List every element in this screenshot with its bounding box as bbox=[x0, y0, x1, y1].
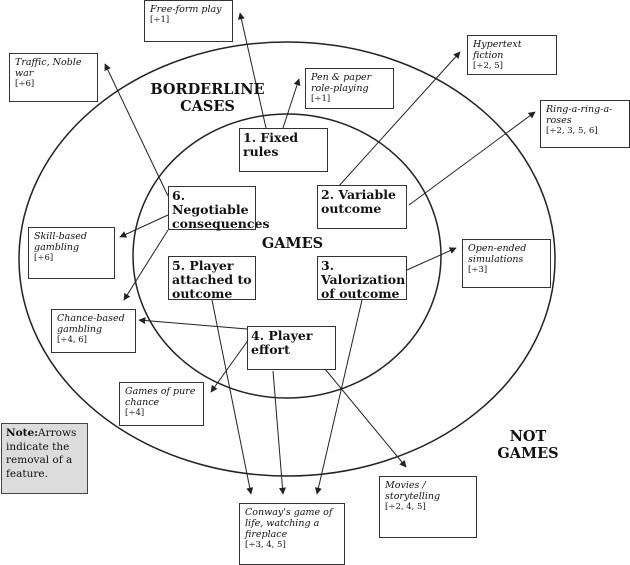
example-mark: [÷2, 5] bbox=[473, 61, 503, 71]
example-skill-gambling: Skill-based gambling [÷6] bbox=[28, 227, 115, 279]
example-mark: [÷1] bbox=[311, 94, 331, 104]
arrow-fixed-to-freeform bbox=[237, 12, 267, 129]
arrow-variable-to-ringaring bbox=[408, 111, 536, 206]
arrow-attached-to-conway bbox=[211, 299, 254, 495]
arrow-negotiable-to-traffic bbox=[104, 63, 169, 197]
games-ellipse bbox=[132, 113, 442, 399]
criterion-player-attached: 5. Player attached to outcome bbox=[168, 256, 256, 301]
arrow-valorization-to-conway bbox=[315, 299, 363, 495]
arrow-fixed-to-penpaper bbox=[282, 78, 301, 129]
example-mark: [÷4] bbox=[125, 408, 145, 418]
example-label: Pen & paper role-playing bbox=[311, 72, 372, 94]
arrow-valorization-to-opensim bbox=[406, 247, 457, 271]
example-label: Hypertext fiction bbox=[473, 39, 522, 61]
games-label: GAMES bbox=[261, 235, 324, 252]
note-box: Note:Arrows indicate the removal of a fe… bbox=[1, 423, 88, 494]
note-title: Note: bbox=[6, 427, 39, 439]
arrow-negotiable-to-chance bbox=[123, 229, 169, 301]
example-traffic: Traffic, Noble war [÷6] bbox=[9, 53, 98, 102]
example-ring-a-ring: Ring-a-ring-a-roses [÷2, 3, 5, 6] bbox=[540, 100, 630, 148]
example-mark: [÷2, 4, 5] bbox=[385, 502, 426, 512]
arrow-negotiable-to-skill bbox=[119, 214, 169, 238]
example-mark: [÷1] bbox=[150, 15, 170, 25]
borderline-cases-label: BORDERLINE CASES bbox=[150, 81, 265, 115]
example-free-form-play: Free-form play [÷1] bbox=[144, 0, 233, 42]
example-pen-paper: Pen & paper role-playing [÷1] bbox=[305, 68, 394, 109]
example-mark: [÷2, 3, 5, 6] bbox=[546, 126, 598, 136]
criterion-fixed-rules: 1. Fixed rules bbox=[239, 128, 328, 172]
example-conway: Conway's game of life, watching a firepl… bbox=[239, 503, 345, 565]
example-movies: Movies / storytelling [÷2, 4, 5] bbox=[379, 476, 477, 538]
example-mark: [÷4, 6] bbox=[57, 335, 87, 345]
example-mark: [÷3] bbox=[468, 265, 488, 275]
example-mark: [÷6] bbox=[34, 253, 54, 263]
arrow-effort-to-conway bbox=[272, 370, 286, 495]
example-label: Ring-a-ring-a-roses bbox=[546, 104, 613, 126]
borderline-ellipse bbox=[18, 41, 556, 477]
example-open-sim: Open-ended simulations [÷3] bbox=[462, 239, 551, 288]
arrow-effort-to-movies bbox=[324, 368, 407, 468]
arrow-effort-to-chance bbox=[138, 317, 248, 330]
example-label: Games of pure chance bbox=[125, 386, 196, 408]
example-label: Conway's game of life, watching a firepl… bbox=[245, 507, 333, 540]
example-chance-gambling: Chance-based gambling [÷4, 6] bbox=[51, 309, 136, 353]
criterion-valorization: 3. Valorization of outcome bbox=[317, 256, 407, 301]
not-games-label: NOT GAMES bbox=[497, 428, 559, 462]
example-hypertext: Hypertext fiction [÷2, 5] bbox=[467, 35, 557, 75]
note-text: Arrows indicate the removal of a feature… bbox=[6, 427, 77, 480]
example-label: Free-form play bbox=[150, 4, 222, 15]
criterion-negotiable: 6. Negotiable consequences bbox=[168, 186, 270, 231]
example-mark: [÷3, 4, 5] bbox=[245, 540, 286, 550]
criterion-variable-outcome: 2. Variable outcome bbox=[317, 185, 407, 229]
example-label: Movies / storytelling bbox=[385, 480, 441, 502]
example-label: Traffic, Noble war bbox=[15, 57, 82, 79]
example-mark: [÷6] bbox=[15, 79, 35, 89]
example-pure-chance: Games of pure chance [÷4] bbox=[119, 382, 204, 426]
criterion-player-effort: 4. Player effort bbox=[247, 326, 336, 370]
arrow-effort-to-purechance bbox=[210, 338, 250, 393]
example-label: Open-ended simulations bbox=[468, 243, 527, 265]
arrow-variable-to-hypertext bbox=[337, 51, 461, 188]
example-label: Skill-based gambling bbox=[34, 231, 87, 253]
example-label: Chance-based gambling bbox=[57, 313, 125, 335]
